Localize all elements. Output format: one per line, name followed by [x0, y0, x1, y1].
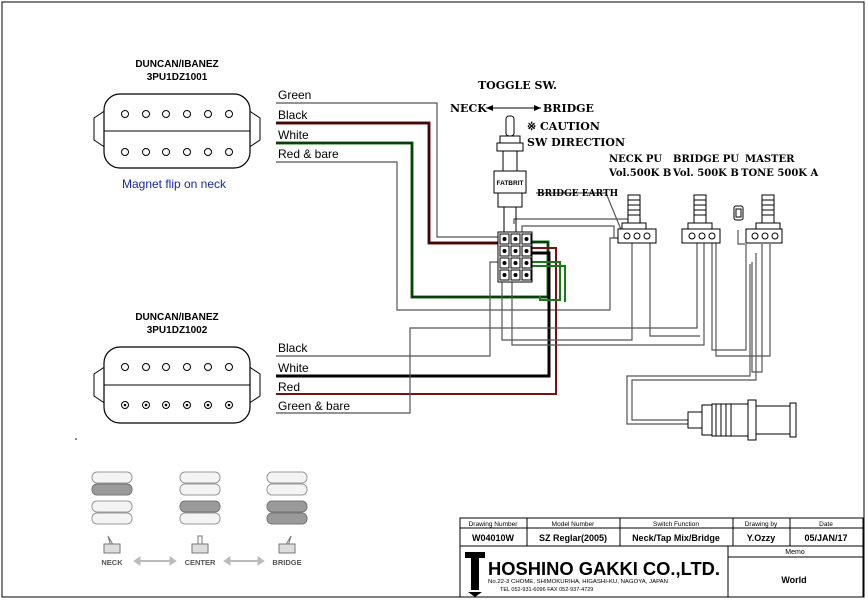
pot-value-bridge: Vol. 500K B [672, 168, 739, 179]
company-name: HOSHINO GAKKI CO.,LTD. [488, 559, 720, 579]
position-neck: NECK [91, 471, 133, 567]
pot-label-master: MASTER [745, 154, 795, 165]
bridge-earth-wire [536, 192, 623, 233]
bridge-wire-label-4: Green & bare [278, 399, 350, 413]
switch-positions-legend: NECK CENTER BRIDGE [91, 471, 308, 567]
bridge-pickup-model: 3PU1DZ1002 [147, 325, 208, 336]
toggle-title: TOGGLE SW. [478, 79, 557, 92]
arrow-left-icon [133, 556, 141, 566]
wire-bridge-black [276, 261, 500, 357]
title-block-headers: Drawing Number Model Number Switch Funct… [469, 521, 834, 528]
arrow-right-icon [534, 105, 541, 111]
position-bridge: BRIDGE [266, 471, 308, 567]
company-phone: TEL 052-931-6096 FAX 052-937-4729 [500, 587, 593, 593]
title-block-values: W04010W SZ Reglar(2005) Neck/Tap Mix/Bri… [472, 533, 848, 543]
arrow-right-icon [257, 556, 265, 566]
bridge-wire-label-3: Red [278, 380, 300, 394]
title-block: Drawing Number Model Number Switch Funct… [459, 517, 864, 598]
neck-pickup-poles-top [121, 110, 233, 118]
pot-shaft-icon [761, 194, 775, 224]
position-label-center: CENTER [185, 558, 216, 567]
toggle-neck-label: NECK [450, 102, 487, 115]
output-jack [687, 399, 797, 441]
bridge-earth-label: BRIDGE EARTH [537, 189, 619, 199]
pot-label-neck: NECK PU [609, 154, 662, 165]
date-value: 05/JAN/17 [804, 533, 847, 543]
bridge-wire-labels: Black White Red Green & bare [278, 341, 350, 413]
neck-wire-label-1: Green [278, 88, 311, 102]
neck-volume-pot [617, 194, 657, 244]
company-logo-icon [465, 552, 485, 597]
wires [276, 102, 771, 425]
wire-switch-neck-pot [513, 218, 641, 228]
toggle-bridge-label: BRIDGE [543, 102, 594, 115]
memo-label: Memo [785, 549, 805, 556]
model-number-value: SZ Reglar(2005) [539, 533, 607, 543]
wire-bridge-red [276, 247, 557, 395]
pot-labels: NECK PU BRIDGE PU MASTER Vol.500K B Vol.… [608, 154, 818, 179]
switch-terminals [499, 233, 532, 281]
master-tone-pot [733, 194, 783, 244]
pot-value-neck: Vol.500K B [608, 168, 671, 179]
wire-bridge-white [276, 251, 551, 378]
arrow-right-icon [169, 556, 177, 566]
wire-bridge-green-bare [276, 240, 698, 414]
toggle-caution: ※ CAUTION [527, 120, 600, 133]
position-label-bridge: BRIDGE [272, 558, 301, 567]
bridge-pickup-poles-top [121, 363, 233, 371]
bridge-wire-label-1: Black [278, 341, 308, 355]
wire-neck-black [276, 121, 500, 245]
neck-wire-label-2: Black [278, 108, 308, 122]
position-center: CENTER [179, 471, 221, 567]
toggle-direction: SW DIRECTION [527, 136, 625, 149]
company-address: No.22-3 CHOME, SHIMOKURIHA, HIGASHI-KU, … [488, 579, 668, 585]
position-label-neck: NECK [101, 558, 123, 567]
bridge-pickup-brand: DUNCAN/IBANEZ [135, 312, 218, 323]
wire-switch-green [532, 265, 566, 302]
wire-neck-green [276, 102, 500, 238]
wire-pot-to-master [711, 243, 747, 351]
bridge-wire-label-2: White [278, 361, 309, 375]
toggle-lever-icon [505, 115, 515, 137]
header-drawing-number: Drawing Number [469, 521, 519, 528]
bridge-volume-pot [681, 194, 721, 244]
memo-value: World [781, 575, 806, 585]
neck-pickup-note: Magnet flip on neck [122, 177, 227, 191]
neck-wire-labels: Green Black White Red & bare [278, 88, 339, 161]
wire-switch-ground [501, 243, 633, 341]
neck-pickup-brand: DUNCAN/IBANEZ [135, 59, 218, 70]
header-switch-function: Switch Function [653, 521, 699, 528]
bridge-pickup: DUNCAN/IBANEZ 3PU1DZ1002 [93, 312, 261, 424]
toggle-switch-section: TOGGLE SW. NECK BRIDGE ※ CAUTION SW DIRE… [450, 79, 625, 283]
wire-to-jack-ground [631, 253, 757, 421]
position-arrows [133, 556, 265, 566]
pot-shaft-icon [627, 194, 641, 224]
wire-neck-red-bare [276, 161, 622, 311]
pot-value-master: TONE 500K A [741, 168, 818, 179]
switch-function-value: Neck/Tap Mix/Bridge [632, 533, 720, 543]
arrow-left-icon [223, 556, 231, 566]
bridge-pickup-poles-bottom [121, 401, 233, 409]
arrow-left-icon [486, 105, 493, 111]
neck-pickup-model: 3PU1DZ1001 [147, 72, 208, 83]
pot-label-bridge: BRIDGE PU [673, 154, 739, 165]
neck-wire-label-3: White [278, 128, 309, 142]
pot-shaft-icon [693, 194, 707, 224]
header-drawing-by: Drawing by [745, 521, 778, 528]
drawing-number-value: W04010W [472, 533, 515, 543]
header-model-number: Model Number [552, 521, 595, 528]
header-date: Date [819, 521, 833, 528]
toggle-brand: FATBRIT [497, 180, 524, 187]
neck-pickup: DUNCAN/IBANEZ 3PU1DZ1001 Magnet flip on … [93, 59, 261, 191]
output-jack-icon [687, 411, 703, 429]
drawing-by-value: Y.Ozzy [747, 533, 776, 543]
neck-wire-label-4: Red & bare [278, 147, 339, 161]
neck-pickup-poles-bottom [121, 148, 233, 156]
